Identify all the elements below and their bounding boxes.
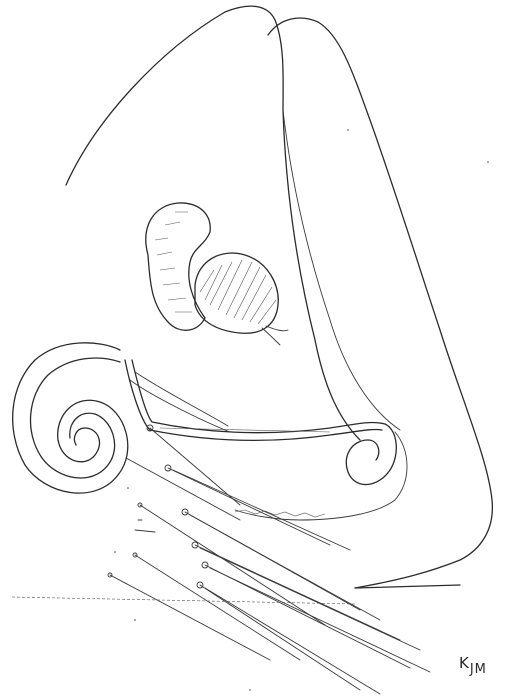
pointer-lines <box>108 425 430 694</box>
long-canal <box>125 360 407 520</box>
signature-initial: K <box>459 654 470 672</box>
hooked-tube <box>146 203 210 330</box>
artist-signature: KJM <box>459 654 487 672</box>
signature-rest: JM <box>470 662 487 677</box>
outer-contour-left <box>66 6 360 440</box>
specks <box>114 129 489 691</box>
spiral-inner <box>31 358 120 478</box>
outer-contour-right <box>268 18 492 588</box>
baseline <box>12 597 355 604</box>
round-sac <box>195 253 288 345</box>
